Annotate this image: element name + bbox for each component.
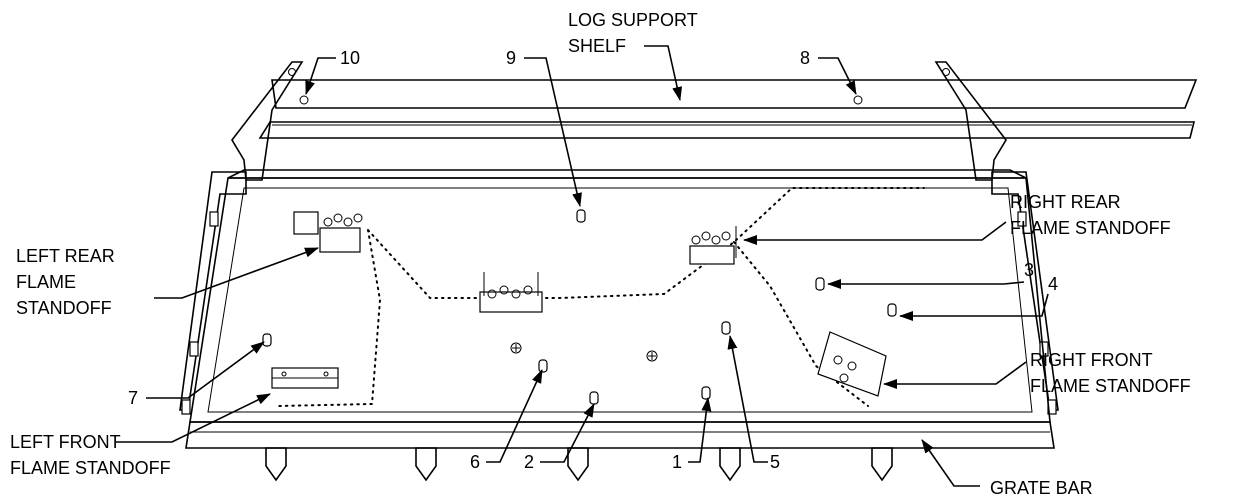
label-left-front-flame-standoff: LEFT FRONT FLAME STANDOFF	[10, 432, 171, 478]
svg-text:FLAME STANDOFF: FLAME STANDOFF	[1010, 218, 1171, 238]
burner-pan	[185, 169, 1055, 449]
center-standoff-part	[479, 272, 543, 313]
callout-1: 1	[672, 452, 682, 472]
svg-text:FLAME: FLAME	[16, 272, 76, 292]
left-rear-standoff-part	[293, 211, 363, 253]
left-front-standoff-part	[271, 367, 339, 389]
callout-3: 3	[1024, 260, 1034, 280]
svg-text:STANDOFF: STANDOFF	[16, 298, 112, 318]
label-right-front-flame-standoff: RIGHT FRONT FLAME STANDOFF	[1030, 350, 1191, 396]
callout-10: 10	[340, 48, 360, 68]
svg-text:RIGHT FRONT: RIGHT FRONT	[1030, 350, 1153, 370]
label-left-rear-flame-standoff: LEFT REAR FLAME STANDOFF	[16, 246, 115, 318]
svg-text:FLAME STANDOFF: FLAME STANDOFF	[10, 458, 171, 478]
callout-4: 4	[1048, 274, 1058, 294]
svg-text:LOG SUPPORT: LOG SUPPORT	[568, 10, 698, 30]
hole-8	[853, 95, 863, 105]
svg-text:RIGHT REAR: RIGHT REAR	[1010, 192, 1121, 212]
callout-8: 8	[800, 48, 810, 68]
screws	[510, 342, 658, 362]
svg-text:LEFT REAR: LEFT REAR	[16, 246, 115, 266]
left-side-bracket	[179, 61, 304, 415]
right-front-standoff-part	[817, 331, 887, 397]
hole-10	[299, 95, 309, 105]
grate-legs	[265, 447, 893, 482]
burner-outline	[277, 187, 925, 407]
callout-2: 2	[524, 452, 534, 472]
label-right-rear-flame-standoff: RIGHT REAR FLAME STANDOFF	[1010, 192, 1171, 238]
label-log-support-shelf: LOG SUPPORT SHELF	[568, 10, 698, 56]
svg-text:LEFT FRONT: LEFT FRONT	[10, 432, 121, 452]
right-side-bracket	[934, 61, 1059, 415]
callout-9: 9	[506, 48, 516, 68]
label-grate-bar: GRATE BAR	[990, 478, 1093, 498]
callout-6: 6	[470, 452, 480, 472]
log-support-shelf-part	[258, 79, 1198, 139]
callout-5: 5	[770, 452, 780, 472]
svg-text:FLAME STANDOFF: FLAME STANDOFF	[1030, 376, 1191, 396]
leader-lines	[116, 45, 1049, 487]
svg-text:SHELF: SHELF	[568, 36, 626, 56]
right-rear-standoff-part	[689, 226, 737, 265]
pins	[262, 209, 897, 405]
callout-7: 7	[128, 388, 138, 408]
